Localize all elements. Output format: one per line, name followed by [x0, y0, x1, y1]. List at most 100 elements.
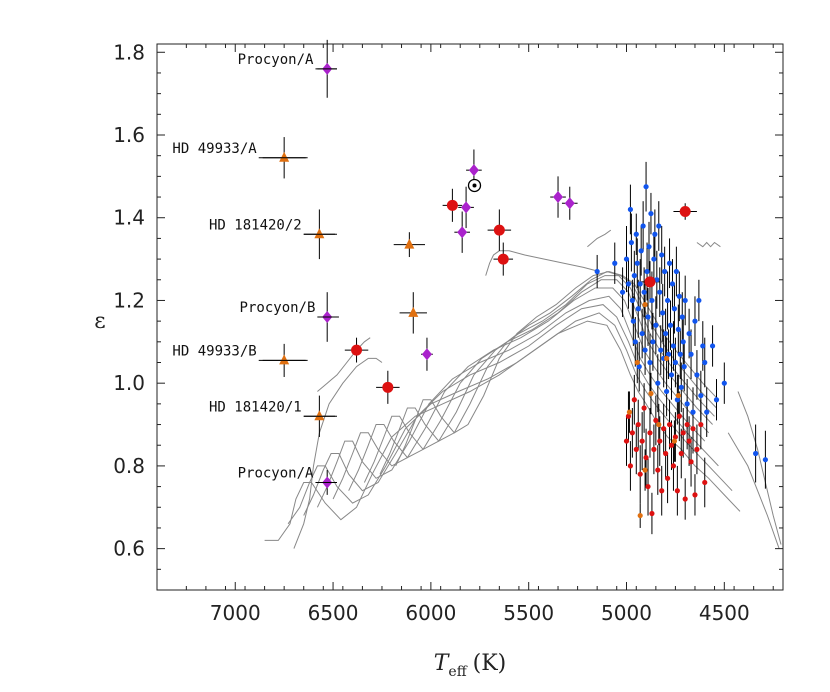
dot-marker: [659, 488, 665, 494]
dot-marker: [650, 339, 656, 345]
dot-marker: [631, 273, 637, 279]
circle-marker: [497, 253, 509, 265]
circle-marker: [493, 224, 505, 236]
dot-marker: [625, 413, 632, 419]
dot-marker: [642, 301, 648, 308]
dot-marker: [628, 239, 634, 246]
triangle-marker: [279, 151, 290, 162]
dot-marker: [670, 463, 677, 469]
track-line-13: [696, 241, 721, 248]
dot-marker: [688, 459, 694, 465]
x-axis-label: Teff(K): [434, 651, 507, 680]
dot-marker: [630, 318, 636, 324]
dot-marker: [666, 260, 673, 266]
dot-marker: [702, 479, 708, 486]
triangle-marker: [404, 238, 415, 249]
track-line-6: [363, 275, 715, 483]
triangle-marker: [314, 228, 325, 239]
dot-marker: [639, 438, 645, 444]
track-line-1: [287, 312, 733, 525]
dot-marker: [627, 206, 634, 213]
dot-marker: [655, 467, 661, 473]
dot-marker: [692, 318, 698, 324]
dot-marker: [692, 492, 698, 498]
track-line-14: [727, 432, 780, 549]
dot-marker: [673, 268, 679, 275]
dot-marker: [641, 289, 647, 295]
dot-marker: [629, 430, 635, 436]
dot-marker: [639, 330, 645, 337]
y-tick-label: 1.4: [113, 206, 145, 230]
diamond-marker: [461, 201, 472, 214]
dot-marker: [652, 231, 658, 237]
evolutionary-tracks: [264, 229, 782, 549]
dot-marker: [667, 322, 674, 328]
dot-marker: [681, 364, 687, 370]
dot-marker: [644, 268, 650, 275]
dot-marker: [684, 421, 690, 428]
dot-marker: [642, 347, 648, 353]
y-axis-label: ε: [94, 309, 105, 334]
dot-marker: [623, 256, 630, 262]
dot-marker: [656, 421, 662, 428]
dot-marker: [637, 281, 643, 287]
dot-marker: [672, 359, 679, 366]
diamond-marker: [553, 191, 564, 204]
dot-marker: [682, 297, 688, 304]
dot-marker: [645, 314, 651, 320]
dot-marker: [654, 277, 660, 283]
dot-marker: [655, 380, 661, 386]
sun-marker-center: [472, 183, 477, 188]
dot-marker: [696, 297, 702, 304]
dot-marker: [680, 339, 686, 345]
dot-marker: [643, 184, 649, 190]
y-tick-label: 1.0: [113, 371, 145, 395]
dot-marker: [688, 351, 694, 357]
dot-marker: [631, 397, 637, 403]
dot-marker: [713, 397, 720, 403]
dot-marker: [637, 512, 643, 519]
dot-marker: [678, 450, 684, 457]
plot-frame: [156, 43, 784, 591]
x-tick-label: 6500: [308, 601, 359, 625]
dot-marker: [690, 409, 696, 415]
dot-marker: [700, 343, 706, 349]
dot-marker: [659, 252, 665, 258]
dot-marker: [629, 297, 635, 304]
diamond-marker: [468, 164, 479, 177]
dot-marker: [690, 426, 696, 432]
dot-marker: [671, 306, 678, 312]
annotation-label: HD 181420/2: [209, 217, 302, 233]
y-tick-label: 1.8: [113, 40, 145, 64]
dot-marker: [653, 322, 659, 328]
circle-marker: [351, 344, 363, 356]
dot-marker: [686, 330, 692, 337]
dot-marker: [694, 446, 700, 452]
dot-marker: [704, 409, 710, 415]
circle-marker: [644, 276, 656, 288]
dot-marker: [672, 434, 679, 440]
circle-marker: [382, 381, 394, 393]
dot-marker: [641, 405, 647, 411]
dot-marker: [676, 293, 682, 299]
dot-marker: [623, 438, 630, 444]
dot-marker: [680, 430, 686, 436]
dot-marker: [657, 289, 663, 295]
track-line-9: [293, 357, 383, 549]
dot-marker: [653, 417, 659, 424]
dot-marker: [633, 446, 639, 452]
dot-marker: [634, 260, 640, 266]
x-tick-label: 6000: [405, 601, 456, 625]
dot-marker: [648, 210, 654, 217]
dot-marker: [661, 426, 667, 432]
dot-marker: [646, 244, 652, 250]
y-tick-label: 0.8: [113, 454, 145, 478]
dot-marker: [635, 421, 641, 428]
dot-marker: [633, 231, 639, 237]
y-tick-label: 1.6: [113, 123, 145, 147]
dot-marker: [668, 442, 675, 448]
dot-marker: [649, 510, 655, 517]
dot-marker: [674, 488, 680, 494]
dot-marker: [645, 483, 651, 490]
dot-marker: [642, 467, 648, 473]
